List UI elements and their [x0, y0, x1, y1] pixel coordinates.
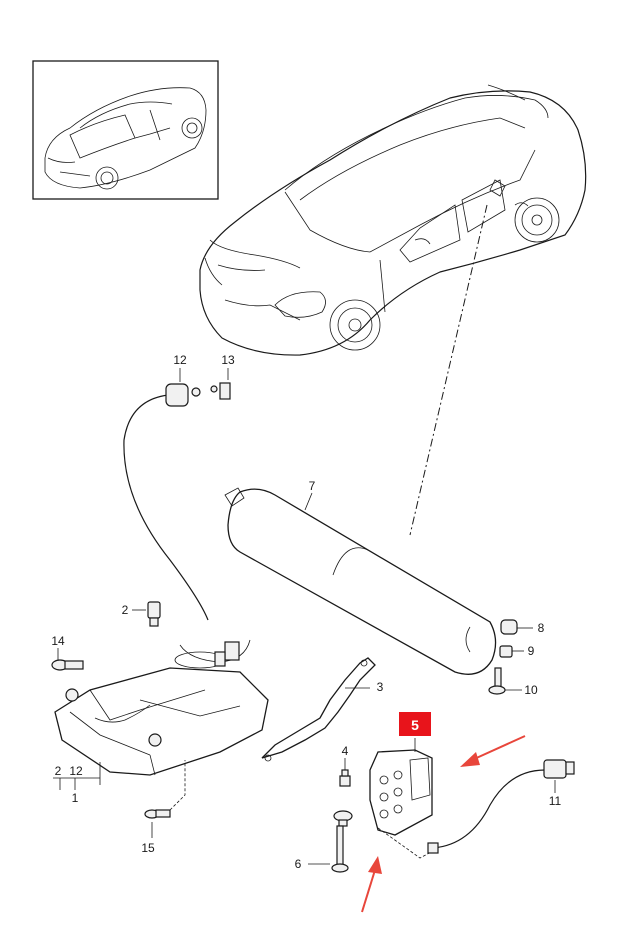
callout-6: 6	[295, 857, 302, 871]
part-4-screw	[339, 769, 351, 787]
callout-3: 3	[377, 680, 384, 694]
part-13-clip	[210, 382, 231, 400]
leader-car-to-tank	[409, 204, 488, 536]
air-reservoir-7	[224, 487, 497, 675]
callout-7: 7	[309, 479, 316, 493]
car-illustration	[199, 84, 587, 356]
callout-2-group: 2	[55, 764, 62, 778]
inset-car-thumbnail	[32, 60, 219, 200]
compressor-unit-1	[54, 639, 269, 776]
highlight-box-5	[399, 712, 431, 736]
callout-9: 9	[528, 644, 535, 658]
part-8-bushing	[500, 619, 518, 635]
callout-12-group: 12	[69, 764, 83, 778]
part-6-bolt	[331, 810, 353, 873]
callout-8: 8	[538, 621, 545, 635]
bracket-3	[261, 657, 376, 762]
red-arrow-lower	[361, 856, 382, 913]
callout-1: 1	[72, 791, 79, 805]
valve-block-5	[369, 749, 433, 836]
red-arrow-upper	[460, 735, 526, 767]
leader-7	[304, 492, 313, 511]
part-9-spacer	[499, 645, 513, 658]
callout-12: 12	[173, 353, 187, 367]
part-15-bolt	[144, 809, 171, 819]
part-10-bolt	[488, 667, 506, 695]
callout-15: 15	[141, 841, 155, 855]
callout-11: 11	[549, 794, 562, 808]
callout-10: 10	[524, 683, 538, 697]
air-hose-12	[123, 383, 209, 621]
callout-2: 2	[122, 603, 129, 617]
callout-4: 4	[342, 744, 349, 758]
air-line-11	[427, 759, 575, 854]
callout-14: 14	[51, 634, 65, 648]
part-14-bolt	[51, 659, 84, 671]
callout-5: 5	[411, 717, 419, 733]
callout-13: 13	[221, 353, 235, 367]
part-2-sensor	[147, 601, 161, 627]
